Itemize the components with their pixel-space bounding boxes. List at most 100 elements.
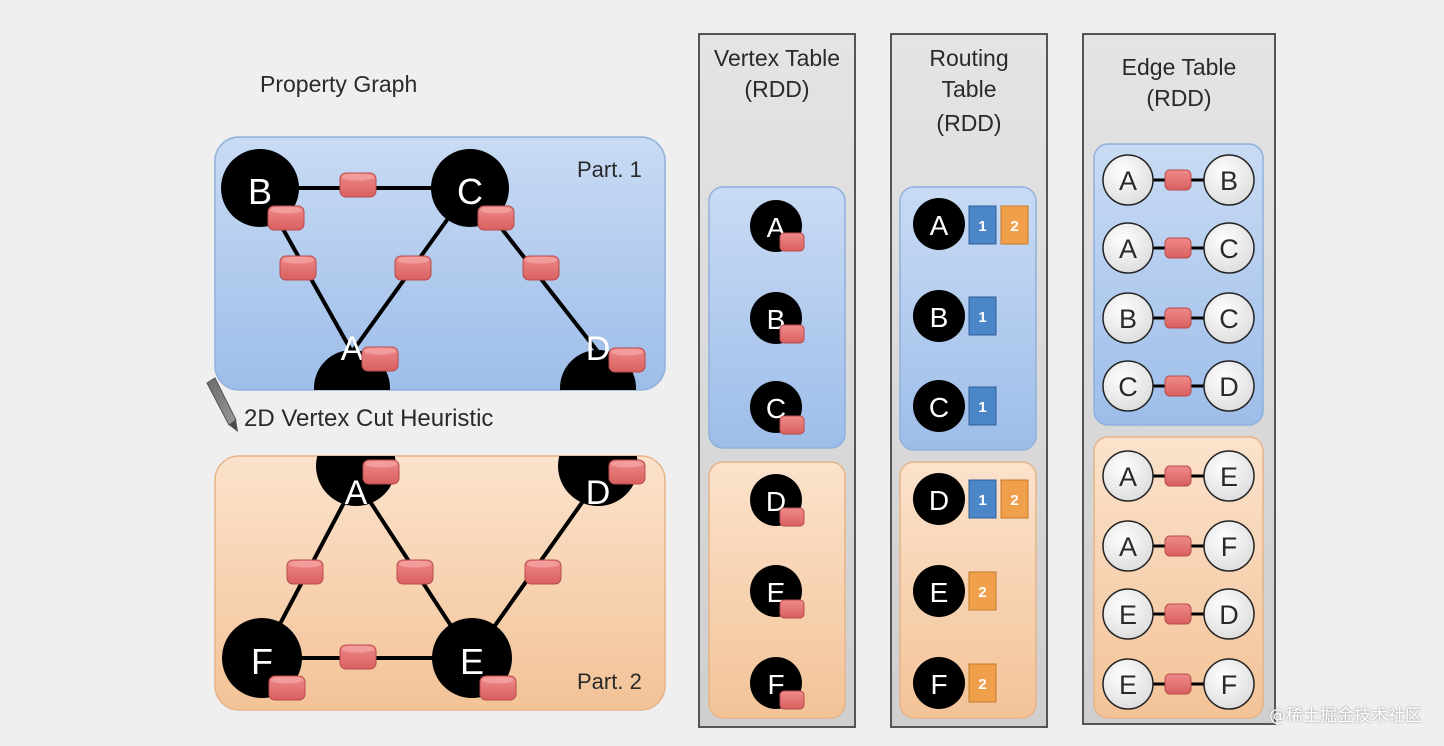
- edge-src-label: A: [1119, 166, 1137, 196]
- partition-badge-label: 1: [978, 309, 986, 326]
- property-icon: [522, 255, 560, 281]
- vertex-table-title-line: Vertex Table: [714, 45, 840, 71]
- vertex-entry: B: [750, 292, 805, 344]
- edge-table-part-2: [1093, 436, 1264, 719]
- property-icon: [1164, 237, 1192, 259]
- edge-table-part-1: [1093, 143, 1264, 426]
- edge-entry: E D: [1102, 588, 1255, 640]
- property-icon: [362, 459, 400, 485]
- routing-entry: B 1: [913, 290, 997, 342]
- edge-entry: A E: [1102, 450, 1255, 502]
- edge-src-label: B: [1119, 304, 1137, 334]
- edge-src-label: E: [1119, 670, 1137, 700]
- property-icon: [286, 559, 324, 585]
- property-icon: [779, 599, 805, 619]
- vertex-label: C: [457, 171, 483, 212]
- vertex-label: A: [345, 474, 368, 512]
- edge-src-label: A: [1119, 462, 1137, 492]
- routing-table-title-line: (RDD): [936, 110, 1001, 136]
- vertex-entry: C: [750, 381, 805, 435]
- vertex-entry: A: [750, 200, 805, 252]
- vertex-label: B: [930, 302, 949, 333]
- edge-dst-label: B: [1220, 166, 1238, 196]
- vertex-label: D: [929, 485, 949, 516]
- property-icon: [396, 559, 434, 585]
- property-icon: [608, 347, 646, 373]
- property-group: [268, 459, 646, 701]
- vertex-label: A: [930, 210, 949, 241]
- partition-badge-2: [968, 571, 997, 611]
- edge-dst-label: F: [1221, 532, 1238, 562]
- vertex-label: A: [341, 330, 364, 368]
- partition-badge-label: 1: [978, 492, 986, 509]
- edge-src-label: C: [1118, 372, 1138, 402]
- edge-table-title-line: Edge Table: [1122, 54, 1237, 80]
- vertex-label: D: [586, 474, 611, 512]
- vertex-label: E: [930, 577, 949, 608]
- edge-dst-label: C: [1219, 234, 1239, 264]
- partition-badge-2: [1000, 205, 1029, 245]
- partition-badge-label: 1: [978, 218, 986, 235]
- vertex-label: F: [251, 641, 273, 682]
- edge-dst-label: E: [1220, 462, 1238, 492]
- property-icon: [1164, 603, 1192, 625]
- routing-entry: D 1 2: [913, 473, 1029, 525]
- vertex-label: C: [766, 393, 786, 424]
- property-group: [267, 172, 646, 373]
- pen-arrow-icon: [206, 377, 238, 432]
- vertex-label: B: [248, 171, 272, 212]
- vertex-entry: F: [750, 657, 805, 710]
- vertex-node: [558, 456, 638, 506]
- vertex-label: F: [930, 669, 947, 700]
- partition-badge-label: 1: [978, 399, 986, 416]
- edge-entry: A C: [1102, 222, 1255, 274]
- partition-badge-2: [968, 663, 997, 703]
- partition-badge-label: 2: [1010, 218, 1018, 235]
- routing-table-title-line: Table: [942, 76, 997, 102]
- partition-badge-1: [968, 296, 997, 336]
- partition-badge-1: [968, 205, 997, 245]
- property-icon: [361, 346, 399, 372]
- property-icon: [267, 205, 305, 231]
- routing-table-part-2: [899, 461, 1037, 719]
- routing-table-title-line: Routing: [929, 45, 1008, 71]
- edge-dst-label: D: [1219, 372, 1239, 402]
- property-icon: [1164, 465, 1192, 487]
- routing-entry: A 1 2: [913, 198, 1029, 250]
- edge-dst-label: C: [1219, 304, 1239, 334]
- partition-badge-2: [1000, 479, 1029, 519]
- property-icon: [779, 507, 805, 527]
- partition-badge-1: [968, 479, 997, 519]
- partition-1-label: Part. 1: [577, 157, 642, 182]
- vertex-label: F: [767, 669, 784, 700]
- heuristic-label: 2D Vertex Cut Heuristic: [244, 405, 493, 432]
- property-icon: [1164, 307, 1192, 329]
- property-icon: [779, 232, 805, 252]
- partition-2-graph: A D F E Part. 2: [214, 455, 666, 711]
- property-icon: [339, 644, 377, 670]
- vertex-table-title-line: (RDD): [744, 76, 809, 102]
- property-icon: [608, 459, 646, 485]
- partition-badge-label: 2: [978, 584, 986, 601]
- edge-dst-label: F: [1221, 670, 1238, 700]
- routing-entry: C 1: [913, 380, 997, 432]
- property-icon: [779, 415, 805, 435]
- partition-badge-1: [968, 386, 997, 426]
- vertex-entry: D: [750, 474, 805, 527]
- property-icon: [1164, 535, 1192, 557]
- vertex-label: D: [586, 330, 611, 368]
- property-icon: [1164, 375, 1192, 397]
- edge-entry: E F: [1102, 658, 1255, 710]
- property-icon: [394, 255, 432, 281]
- property-icon: [268, 675, 306, 701]
- vertex-label: C: [929, 392, 949, 423]
- property-icon: [1164, 673, 1192, 695]
- partition-2-label: Part. 2: [577, 669, 642, 694]
- edge-entry: A F: [1102, 520, 1255, 572]
- edge-src-label: A: [1119, 234, 1137, 264]
- partition-badge-label: 2: [1010, 492, 1018, 509]
- partition-1-graph: B C A D Part. 1: [214, 136, 666, 391]
- property-icon: [779, 690, 805, 710]
- vertex-label: E: [460, 641, 484, 682]
